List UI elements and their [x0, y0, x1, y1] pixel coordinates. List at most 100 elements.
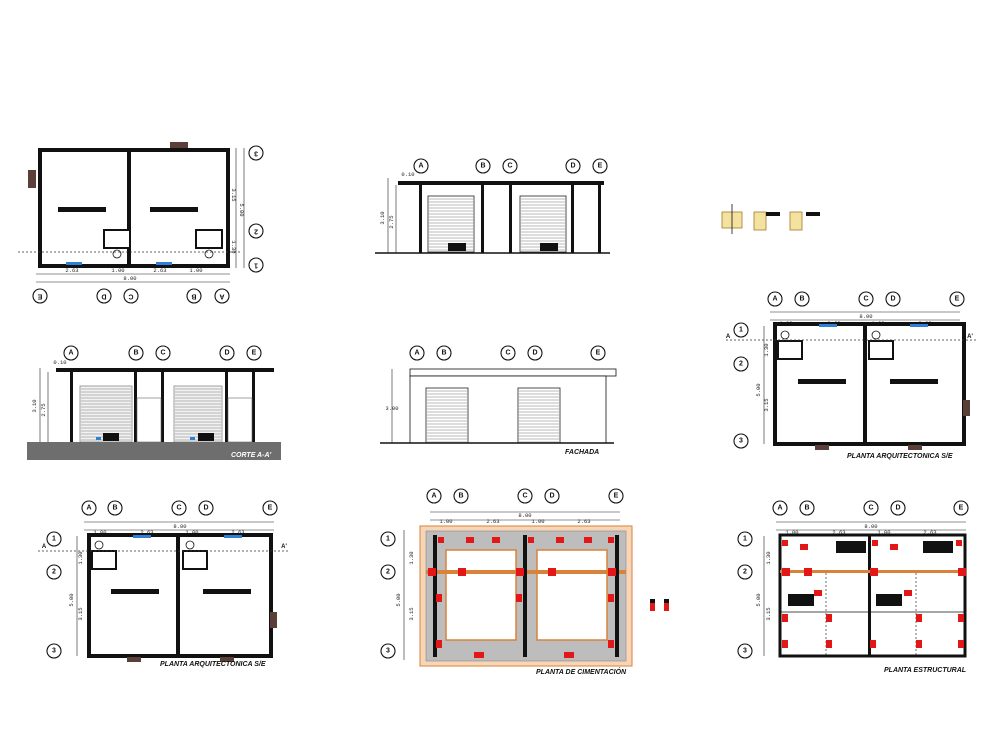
column-marker: [958, 614, 964, 622]
axis-bubbles: A B C D E 1 2 3: [733, 291, 965, 449]
section-aa: A B C D E 3.10 2.75 0.10 CORTE A-A': [27, 345, 281, 460]
axis-label: A: [219, 293, 224, 300]
dim-height-wall: 2.75: [388, 215, 395, 228]
axis-label: 3: [254, 150, 258, 157]
axis-label: C: [863, 296, 868, 303]
dim-bay: 2.63: [140, 529, 153, 536]
dim-total: 8.00: [859, 313, 872, 320]
axis-bubbles: A B C D E: [409, 345, 606, 361]
dim-bay: 2.63: [65, 267, 78, 274]
column-marker: [814, 590, 822, 596]
dim-back: 3.15: [765, 607, 772, 620]
axis-bubbles: A B C D E 1 2 3: [380, 488, 624, 659]
column-marker: [428, 568, 436, 576]
axis-label: B: [804, 505, 809, 512]
axis-label: B: [133, 350, 138, 357]
column-marker: [870, 640, 876, 648]
axis-label: C: [522, 493, 527, 500]
axis-label: B: [458, 493, 463, 500]
dim-back: 3.15: [763, 398, 770, 411]
column-marker: [804, 568, 812, 576]
axis-label: 2: [52, 569, 56, 576]
column-marker: [608, 537, 614, 543]
column-marker: [466, 537, 474, 543]
dim-depth: 5.00: [755, 593, 762, 606]
column-marker: [474, 652, 484, 658]
axis-label: C: [507, 163, 512, 170]
dim-total: 8.00: [173, 523, 186, 530]
column-marker: [608, 568, 616, 576]
column-marker: [782, 568, 790, 576]
dim-back: 3.15: [230, 188, 237, 201]
plan-structural: A B C D E 1 2 3 8.00 1.00 2.63 1.00 2.63…: [737, 500, 969, 674]
title-planta-arq: PLANTA ARQUITECTONICA S/E: [160, 661, 266, 668]
dim-front: 1.30: [77, 551, 84, 564]
axis-label: E: [596, 350, 601, 357]
dim-height-facade: 3.00: [385, 405, 398, 412]
dim-small: 1.00: [189, 267, 202, 274]
plan-arch-right: A B C D E 1 2 3 8.00 1.00 2.63 1.00 2.63…: [726, 291, 976, 460]
axis-label: A: [777, 505, 782, 512]
cut-marker: A: [42, 544, 47, 550]
axis-label: 3: [52, 648, 56, 655]
axis-label: 3: [386, 648, 390, 655]
axis-bubbles: A B C D E: [63, 345, 262, 361]
axis-label: 2: [386, 569, 390, 576]
column-marker: [956, 540, 962, 546]
column-marker: [438, 537, 444, 543]
dim-bay: 2.63: [486, 518, 499, 525]
dim-depth: 5.00: [68, 593, 75, 606]
axis-label: 1: [739, 327, 743, 334]
axis-label: B: [441, 350, 446, 357]
axis-bubbles: A B C D E: [413, 158, 608, 174]
dim-depth: 5.00: [395, 593, 402, 606]
dim-back: 3.15: [408, 607, 415, 620]
column-marker: [528, 537, 534, 543]
dim-small: 1.00: [111, 267, 124, 274]
axis-label: 2: [743, 569, 747, 576]
dim-small: 1.00: [877, 529, 890, 536]
axis-label: A: [418, 163, 423, 170]
title-corte: CORTE A-A': [231, 452, 272, 459]
column-marker: [548, 568, 556, 576]
axis-label: C: [868, 505, 873, 512]
axis-label: C: [176, 505, 181, 512]
cut-marker: A': [281, 544, 287, 550]
column-marker: [872, 540, 878, 546]
axis-label: D: [101, 293, 106, 300]
dim-small: 1.00: [185, 529, 198, 536]
dim-depth: 5.00: [238, 203, 245, 216]
plan-rotated: 2.63 2.63 1.00 1.00 8.00 3.15 1.30 5.00 …: [18, 142, 264, 304]
axis-label: E: [959, 505, 964, 512]
axis-label: D: [895, 505, 900, 512]
column-marker: [958, 568, 966, 576]
column-marker: [782, 540, 788, 546]
axis-label: A: [68, 350, 73, 357]
dim-bay: 2.63: [832, 529, 845, 536]
dim-total: 8.00: [518, 512, 531, 519]
axis-bubbles: A B C D E 1 2 3: [46, 500, 278, 659]
title-planta-cim: PLANTA DE CIMENTACIÓN: [536, 667, 627, 676]
elevation-fachada: A B C D E 3.00 FACHADA: [380, 345, 617, 456]
axis-label: B: [799, 296, 804, 303]
dim-bay: 2.63: [923, 529, 936, 536]
column-marker: [782, 640, 788, 648]
column-marker: [492, 537, 500, 543]
axis-label: 1: [386, 536, 390, 543]
axis-bubbles: A B C D E 1 2 3: [737, 500, 969, 659]
axis-label: D: [224, 350, 229, 357]
dim-front: 1.30: [408, 551, 415, 564]
axis-label: A: [431, 493, 436, 500]
dim-depth: 5.00: [755, 383, 762, 396]
elevation-front: A B C D E 3.10 2.75 0.10: [375, 158, 610, 254]
axis-label: C: [128, 293, 133, 300]
axis-label: C: [505, 350, 510, 357]
dim-total: 8.00: [123, 275, 136, 282]
dim-bay: 2.63: [153, 267, 166, 274]
axis-label: D: [532, 350, 537, 357]
axis-label: 1: [254, 262, 258, 269]
dim-bay: 2.63: [577, 518, 590, 525]
axis-label: A: [414, 350, 419, 357]
column-marker: [458, 568, 466, 576]
